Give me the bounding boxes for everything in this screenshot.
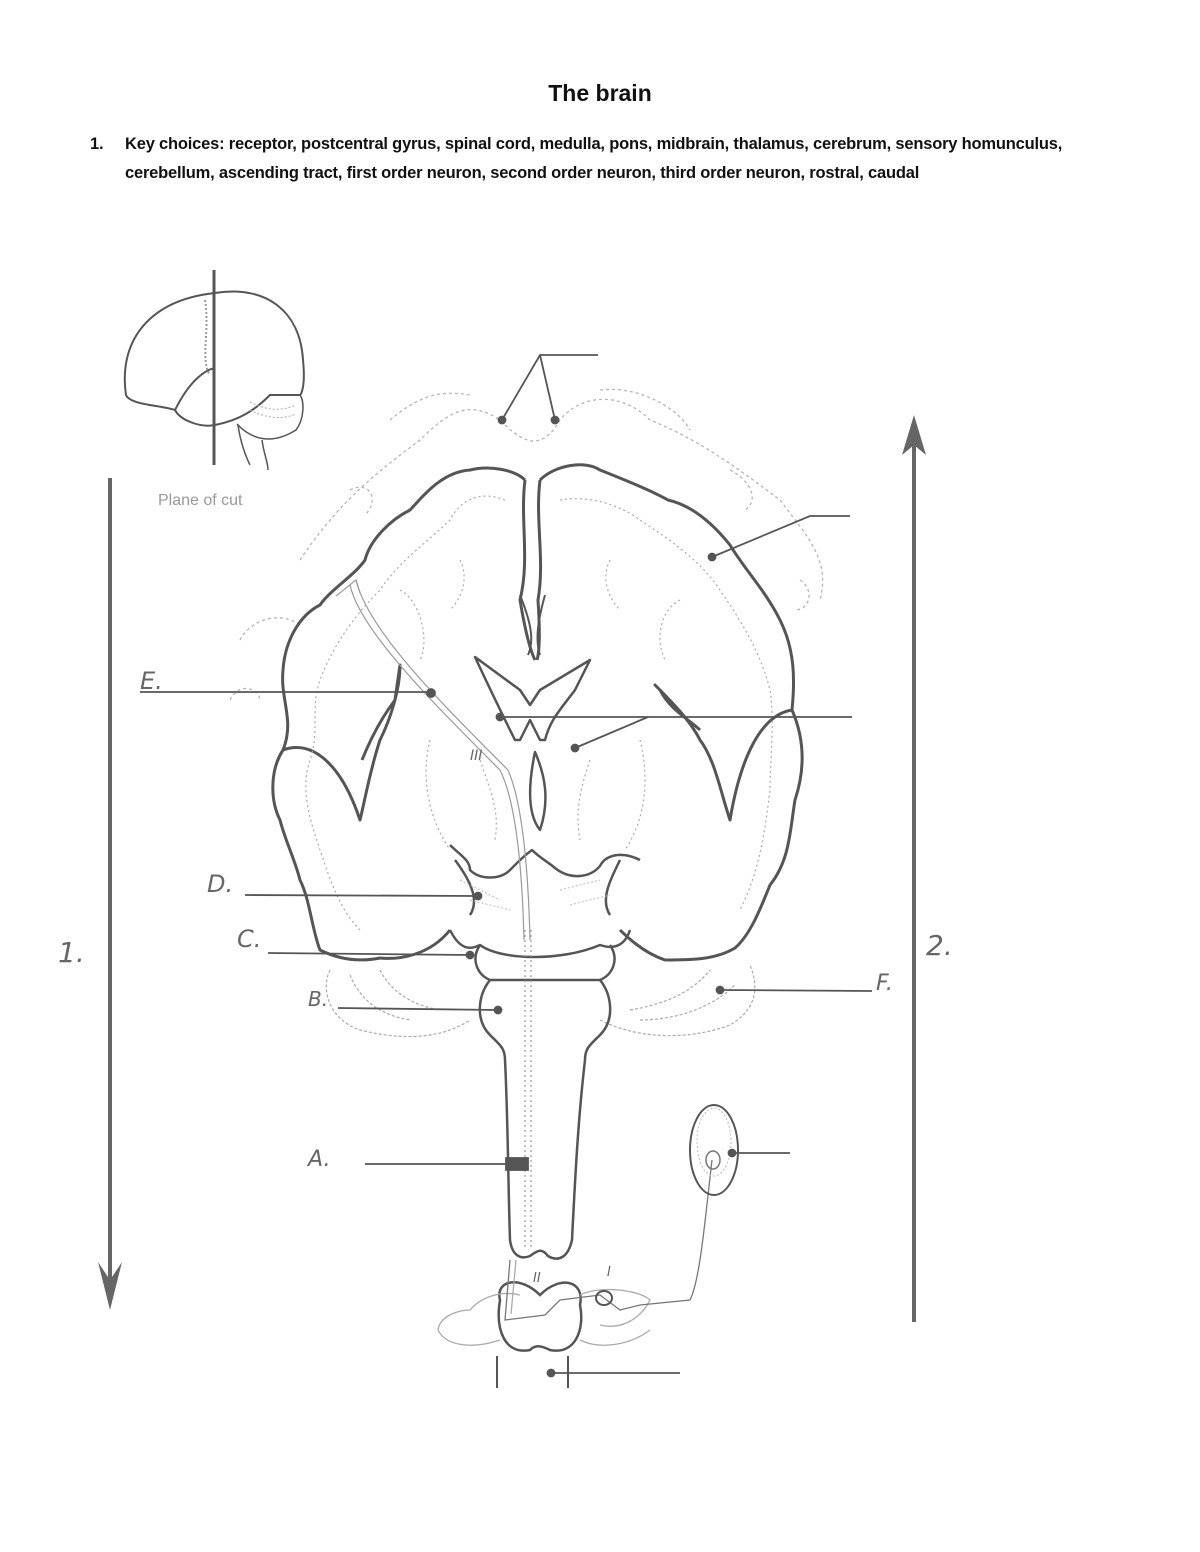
question-number: 1.	[90, 135, 104, 153]
ascending-tract	[335, 578, 532, 1250]
neuron-marker-first: I	[607, 1265, 611, 1280]
lateral-ventricles	[473, 594, 592, 832]
inset-lateral-brain	[123, 290, 305, 471]
label-f: F.	[876, 971, 893, 996]
leader-lines	[140, 354, 873, 1378]
receptor	[689, 1104, 739, 1196]
neuron-marker-third: III	[470, 748, 482, 764]
cerebrum	[271, 463, 804, 962]
question-1: 1. Key choices: receptor, postcentral gy…	[90, 130, 1100, 188]
midbrain-region	[448, 844, 641, 959]
label-b: B.	[308, 987, 328, 1011]
thalamus-hatch	[459, 879, 611, 911]
label-a: A.	[306, 1147, 330, 1172]
arrow-up-icon	[902, 415, 926, 1322]
key-choices-text: Key choices: receptor, postcentral gyrus…	[125, 135, 1063, 182]
label-e: E.	[140, 667, 163, 695]
label-c: C.	[237, 925, 261, 953]
spinal-cord-section	[497, 1281, 583, 1352]
cerebellum	[325, 964, 756, 1038]
arrow-1-label: 1.	[58, 936, 85, 969]
plane-of-cut-caption: Plane of cut	[158, 492, 243, 509]
arrow-down-icon	[98, 478, 122, 1310]
page-title: The brain	[548, 80, 652, 106]
arrow-2-label: 2.	[926, 929, 953, 962]
label-d: D.	[207, 870, 233, 898]
cerebral-gyri	[305, 495, 773, 931]
dorsal-root-ganglion	[437, 1159, 713, 1346]
neuron-marker-second: II	[533, 1271, 541, 1286]
brainstem	[474, 944, 616, 1260]
sensory-homunculus	[229, 388, 824, 701]
